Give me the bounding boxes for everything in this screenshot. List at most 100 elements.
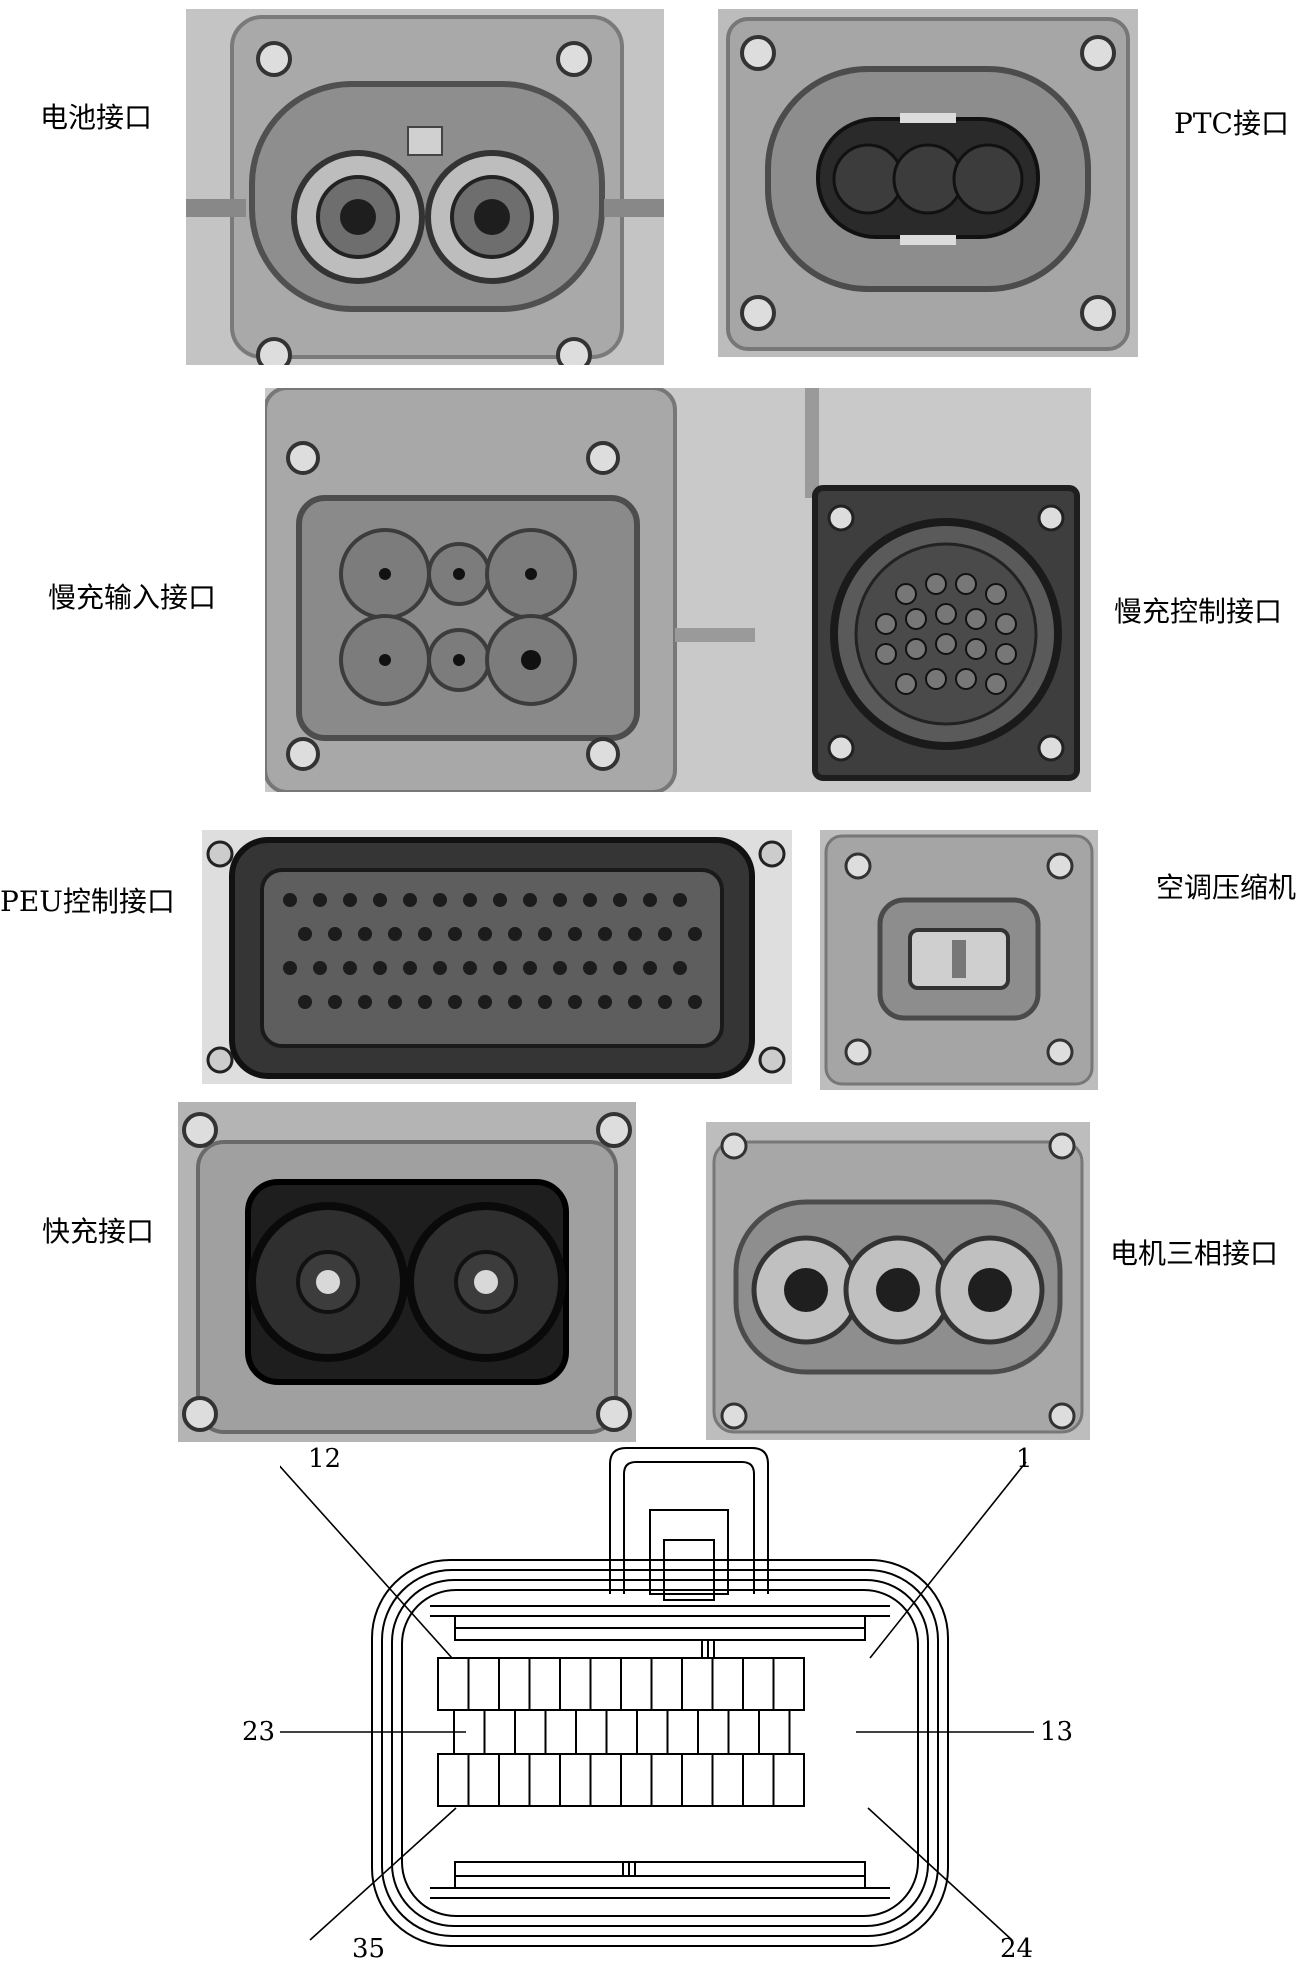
- pin-cavity: [483, 1709, 516, 1755]
- ptc-connector-photo: [718, 9, 1138, 357]
- pin-cavity: [559, 1657, 592, 1711]
- pin-number-23: 23: [242, 1717, 276, 1747]
- peu-pin: [598, 927, 612, 941]
- pin-cavity: [650, 1657, 683, 1711]
- peu-pin: [538, 927, 552, 941]
- peu-pin: [613, 961, 627, 975]
- peu-pin: [583, 893, 597, 907]
- peu-pin: [568, 927, 582, 941]
- pin-cavity: [528, 1657, 561, 1711]
- peu-pin: [433, 961, 447, 975]
- peu-pin: [358, 927, 372, 941]
- peu-pin: [673, 961, 687, 975]
- pin-cavity: [559, 1753, 592, 1807]
- pin-cavity: [589, 1657, 622, 1711]
- peu-pin: [553, 961, 567, 975]
- peu-pin: [463, 961, 477, 975]
- motor-three-phase-connector-photo: [706, 1122, 1090, 1440]
- pin-cavity: [544, 1709, 577, 1755]
- label-motor-three-phase: 电机三相接口: [1110, 1237, 1279, 1270]
- pin-cavity: [772, 1753, 805, 1807]
- pin-cavity: [758, 1709, 791, 1755]
- peu-pin: [493, 961, 507, 975]
- peu-pin: [373, 893, 387, 907]
- pin-cavity: [772, 1657, 805, 1711]
- peu-pin: [388, 927, 402, 941]
- peu-pin: [328, 927, 342, 941]
- peu-pin: [538, 995, 552, 1009]
- ac-compressor-connector-photo: [820, 830, 1098, 1090]
- peu-pin: [358, 995, 372, 1009]
- label-fast-charge: 快充接口: [42, 1215, 155, 1248]
- pin-cavity: [711, 1657, 744, 1711]
- label-battery: 电池接口: [40, 101, 153, 134]
- pin-cavity: [575, 1709, 608, 1755]
- peu-pin: [508, 927, 522, 941]
- slow-charge-connectors-photo: [265, 388, 1091, 792]
- label-slow-charge-control: 慢充控制接口: [1114, 595, 1283, 628]
- pin-cavity: [711, 1753, 744, 1807]
- peu-pin: [658, 995, 672, 1009]
- pin-cavity: [589, 1753, 622, 1807]
- pin-cavity: [742, 1657, 775, 1711]
- peu-pin: [403, 961, 417, 975]
- peu-pin: [328, 995, 342, 1009]
- pin-cavity: [605, 1709, 638, 1755]
- peu-pin: [508, 995, 522, 1009]
- peu-pin: [313, 961, 327, 975]
- battery-connector-photo: [186, 9, 664, 365]
- peu-pin: [283, 961, 297, 975]
- pin-cavity: [528, 1753, 561, 1807]
- peu-pin: [448, 995, 462, 1009]
- peu-pin: [418, 995, 432, 1009]
- peu-pin: [373, 961, 387, 975]
- pin-number-12: 12: [308, 1444, 342, 1474]
- peu-pin: [568, 995, 582, 1009]
- peu-pin: [418, 927, 432, 941]
- pin-cavity: [681, 1753, 714, 1807]
- peu-pin: [478, 927, 492, 941]
- pin-cavity: [467, 1657, 500, 1711]
- peu-pin: [643, 961, 657, 975]
- pin-number-1: 1: [1016, 1444, 1033, 1474]
- pin-cavity: [514, 1709, 547, 1755]
- peu-pin: [343, 961, 357, 975]
- peu-pin: [403, 893, 417, 907]
- pin-cavity: [697, 1709, 730, 1755]
- peu-pin: [343, 893, 357, 907]
- peu-pin: [298, 995, 312, 1009]
- pin-cavity: [727, 1709, 760, 1755]
- peu-pin: [643, 893, 657, 907]
- peu-pin: [523, 961, 537, 975]
- pin-number-35: 35: [352, 1934, 386, 1964]
- peu-pin: [688, 995, 702, 1009]
- peu-pin: [673, 893, 687, 907]
- label-slow-charge-input: 慢充输入接口: [48, 581, 217, 614]
- label-ac-compressor: 空调压缩机: [1156, 871, 1297, 904]
- pin-cavity: [620, 1657, 653, 1711]
- pin-cavity: [681, 1657, 714, 1711]
- pin-cavity: [498, 1657, 531, 1711]
- peu-pin: [628, 927, 642, 941]
- peu-pin: [298, 927, 312, 941]
- pin-cavity: [650, 1753, 683, 1807]
- peu-pin: [283, 893, 297, 907]
- label-ptc: PTC接口: [1174, 107, 1289, 140]
- pin-cavity: [467, 1753, 500, 1807]
- peu-pin: [433, 893, 447, 907]
- pin-cavity: [498, 1753, 531, 1807]
- peu-pin: [628, 995, 642, 1009]
- peu-pin: [523, 893, 537, 907]
- fast-charge-connector-photo: [178, 1102, 636, 1442]
- pin-cavity: [666, 1709, 699, 1755]
- peu-pin: [448, 927, 462, 941]
- peu-pin: [493, 893, 507, 907]
- peu-pin: [478, 995, 492, 1009]
- pin-cavity: [636, 1709, 669, 1755]
- peu-control-connector-photo: [202, 830, 792, 1084]
- peu-pin: [463, 893, 477, 907]
- pin-cavity: [437, 1657, 470, 1711]
- peu-pin: [313, 893, 327, 907]
- pin-cavity: [742, 1753, 775, 1807]
- peu-pin: [598, 995, 612, 1009]
